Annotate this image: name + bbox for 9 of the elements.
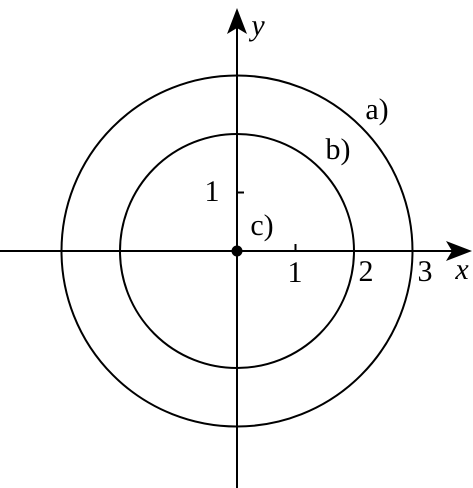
tick-label: 3 [418, 257, 432, 287]
tick-label: 2 [358, 257, 374, 287]
curve-label: a) [365, 95, 389, 125]
curve-label: b) [326, 135, 350, 165]
curve-label: c) [250, 211, 274, 241]
axis-label: y [251, 11, 265, 41]
tick-label: 1 [204, 177, 220, 207]
axis-label: x [455, 255, 469, 285]
tick-label: 1 [288, 258, 302, 288]
